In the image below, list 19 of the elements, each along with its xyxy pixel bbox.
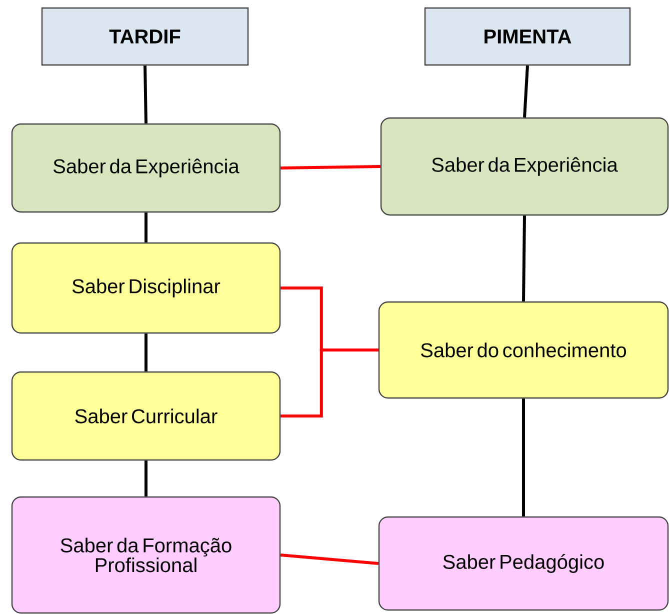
rounded-box: Saber da Experiência	[380, 117, 669, 216]
connector-line	[522, 216, 526, 302]
connector-line	[280, 554, 379, 565]
rounded-box: Saber Curricular	[11, 371, 281, 461]
connector-line	[523, 66, 529, 118]
rounded-box: Saber Disciplinar	[11, 242, 281, 334]
rounded-box: Saber do conhecimento	[378, 301, 669, 399]
connector-line	[144, 334, 148, 372]
heading-box: PIMENTA	[424, 7, 631, 66]
connector-line	[280, 348, 378, 418]
connector-line	[522, 398, 525, 516]
connector-line	[144, 212, 148, 242]
connector-line	[144, 460, 148, 496]
connector-line	[280, 165, 380, 170]
rounded-box: Saber da Formação Profissional	[11, 496, 281, 614]
rounded-box: Saber da Experiência	[11, 123, 281, 213]
rounded-box: Saber Pedagógico	[378, 516, 669, 611]
connector-line	[144, 66, 148, 124]
heading-box: TARDIF	[41, 7, 249, 66]
